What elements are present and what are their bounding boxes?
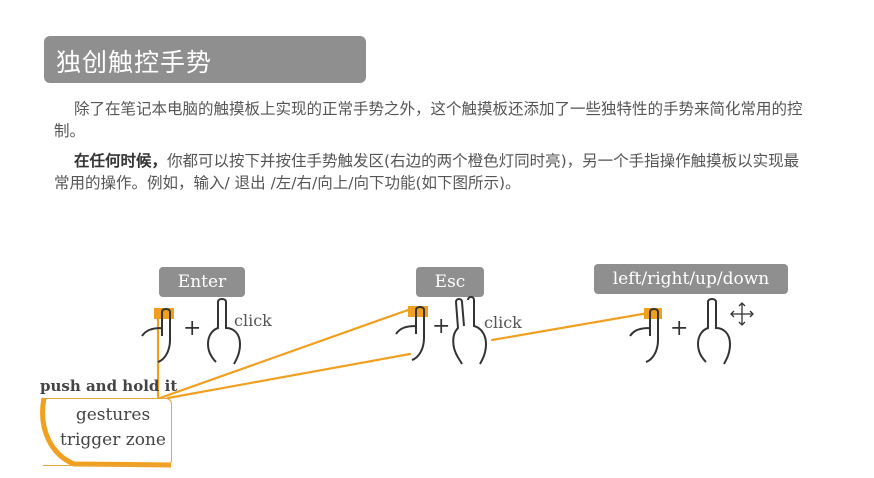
trigger-zone-line1: gestures xyxy=(75,405,151,425)
single-finger-swipe-icon xyxy=(696,298,732,365)
hold-finger-icon xyxy=(629,308,662,363)
two-finger-tap-icon xyxy=(452,296,488,365)
single-finger-tap-icon xyxy=(206,298,242,365)
click-label-1: click xyxy=(234,311,272,330)
plus-sign-1: + xyxy=(183,316,202,341)
gestures-trigger-zone xyxy=(43,398,172,466)
paragraph-intro: 除了在笔记本电脑的触摸板上实现的正常手势之外，这个触摸板还添加了一些独特性的手势… xyxy=(54,98,814,142)
click-label-2: click xyxy=(484,313,522,332)
section-title-bar: 独创触控手势 xyxy=(44,36,366,83)
plus-sign-3: + xyxy=(670,316,689,341)
direction-key-label: left/right/up/down xyxy=(594,264,788,294)
push-and-hold-label: push and hold it xyxy=(40,377,178,395)
paragraph-intro-text: 除了在笔记本电脑的触摸板上实现的正常手势之外，这个触摸板还添加了一些独特性的手势… xyxy=(54,100,803,140)
paragraph-usage: 在任何时候，你都可以按下并按住手势触发区(右边的两个橙色灯同时亮)，另一个手指操… xyxy=(54,150,814,194)
paragraph-usage-text: 你都可以按下并按住手势触发区(右边的两个橙色灯同时亮)，另一个手指操作触摸板以实… xyxy=(54,152,800,192)
enter-key-label: Enter xyxy=(159,267,245,297)
plus-sign-2: + xyxy=(432,314,451,339)
four-way-arrows-icon xyxy=(730,302,754,326)
paragraph-usage-bold: 在任何时候， xyxy=(74,152,168,170)
trigger-zone-label: gestures trigger zone xyxy=(57,403,169,453)
esc-key-label: Esc xyxy=(416,267,484,297)
section-title: 独创触控手势 xyxy=(56,48,213,77)
trigger-zone-line2: trigger zone xyxy=(60,430,166,450)
hold-finger-icon xyxy=(141,308,174,363)
hold-finger-icon xyxy=(395,306,428,361)
